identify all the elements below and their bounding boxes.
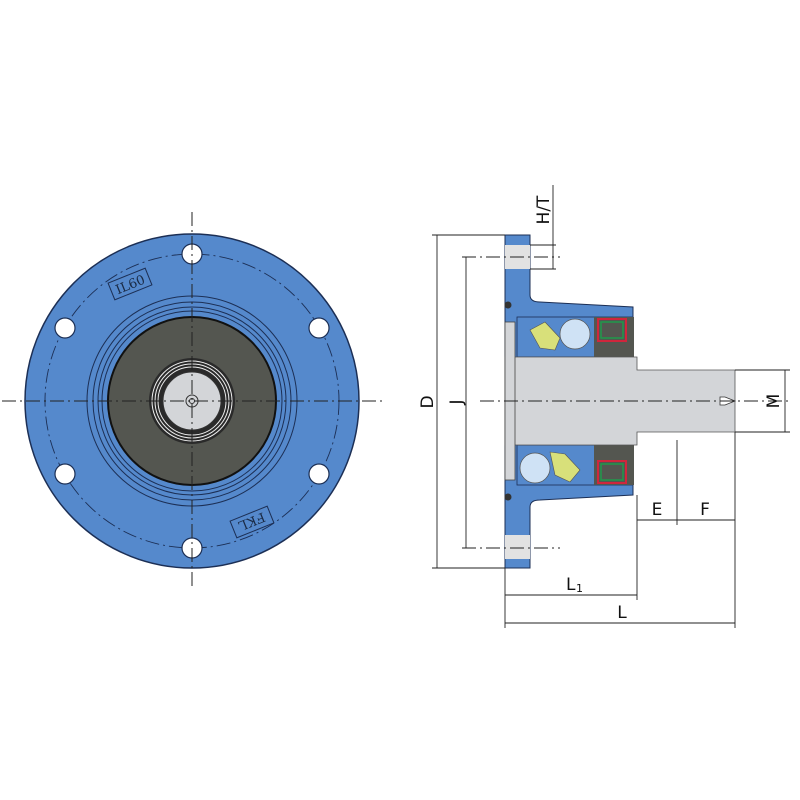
dim-HT-label: H/T (534, 195, 554, 225)
dim-L1-subscript: 1 (576, 582, 583, 595)
seal-lip-bottom (597, 460, 627, 484)
seal-block-bottom (594, 445, 634, 485)
dimension-lines: D J H/T M E F L 1 L (418, 185, 790, 628)
front-view: IL60 FKL (2, 212, 382, 590)
o-ring-bottom (504, 493, 512, 501)
bolt-hole (308, 463, 330, 485)
seal-spring-bottom (600, 463, 624, 481)
bolt-hole (54, 463, 76, 485)
o-ring-top (504, 301, 512, 309)
bolt-hole (54, 317, 76, 339)
dim-D-label: D (418, 395, 438, 408)
bolt-hole-section-bottom (505, 535, 530, 559)
dim-E-label: E (652, 500, 663, 520)
dim-L-label: L (617, 603, 627, 623)
seal-lip-top (597, 318, 627, 342)
dim-J-label: J (447, 399, 467, 405)
bolt-hole (308, 317, 330, 339)
dim-F-label: F (700, 500, 710, 520)
cage-bottom (549, 451, 581, 483)
ball-bottom (519, 452, 551, 484)
dim-L1-label: L (566, 575, 576, 595)
side-section-view (462, 234, 790, 569)
seal-spring-top (600, 321, 624, 339)
seal-block-top (594, 317, 634, 357)
dim-M-label: M (764, 394, 784, 409)
ball-top (559, 318, 591, 350)
cage-top (529, 321, 561, 351)
